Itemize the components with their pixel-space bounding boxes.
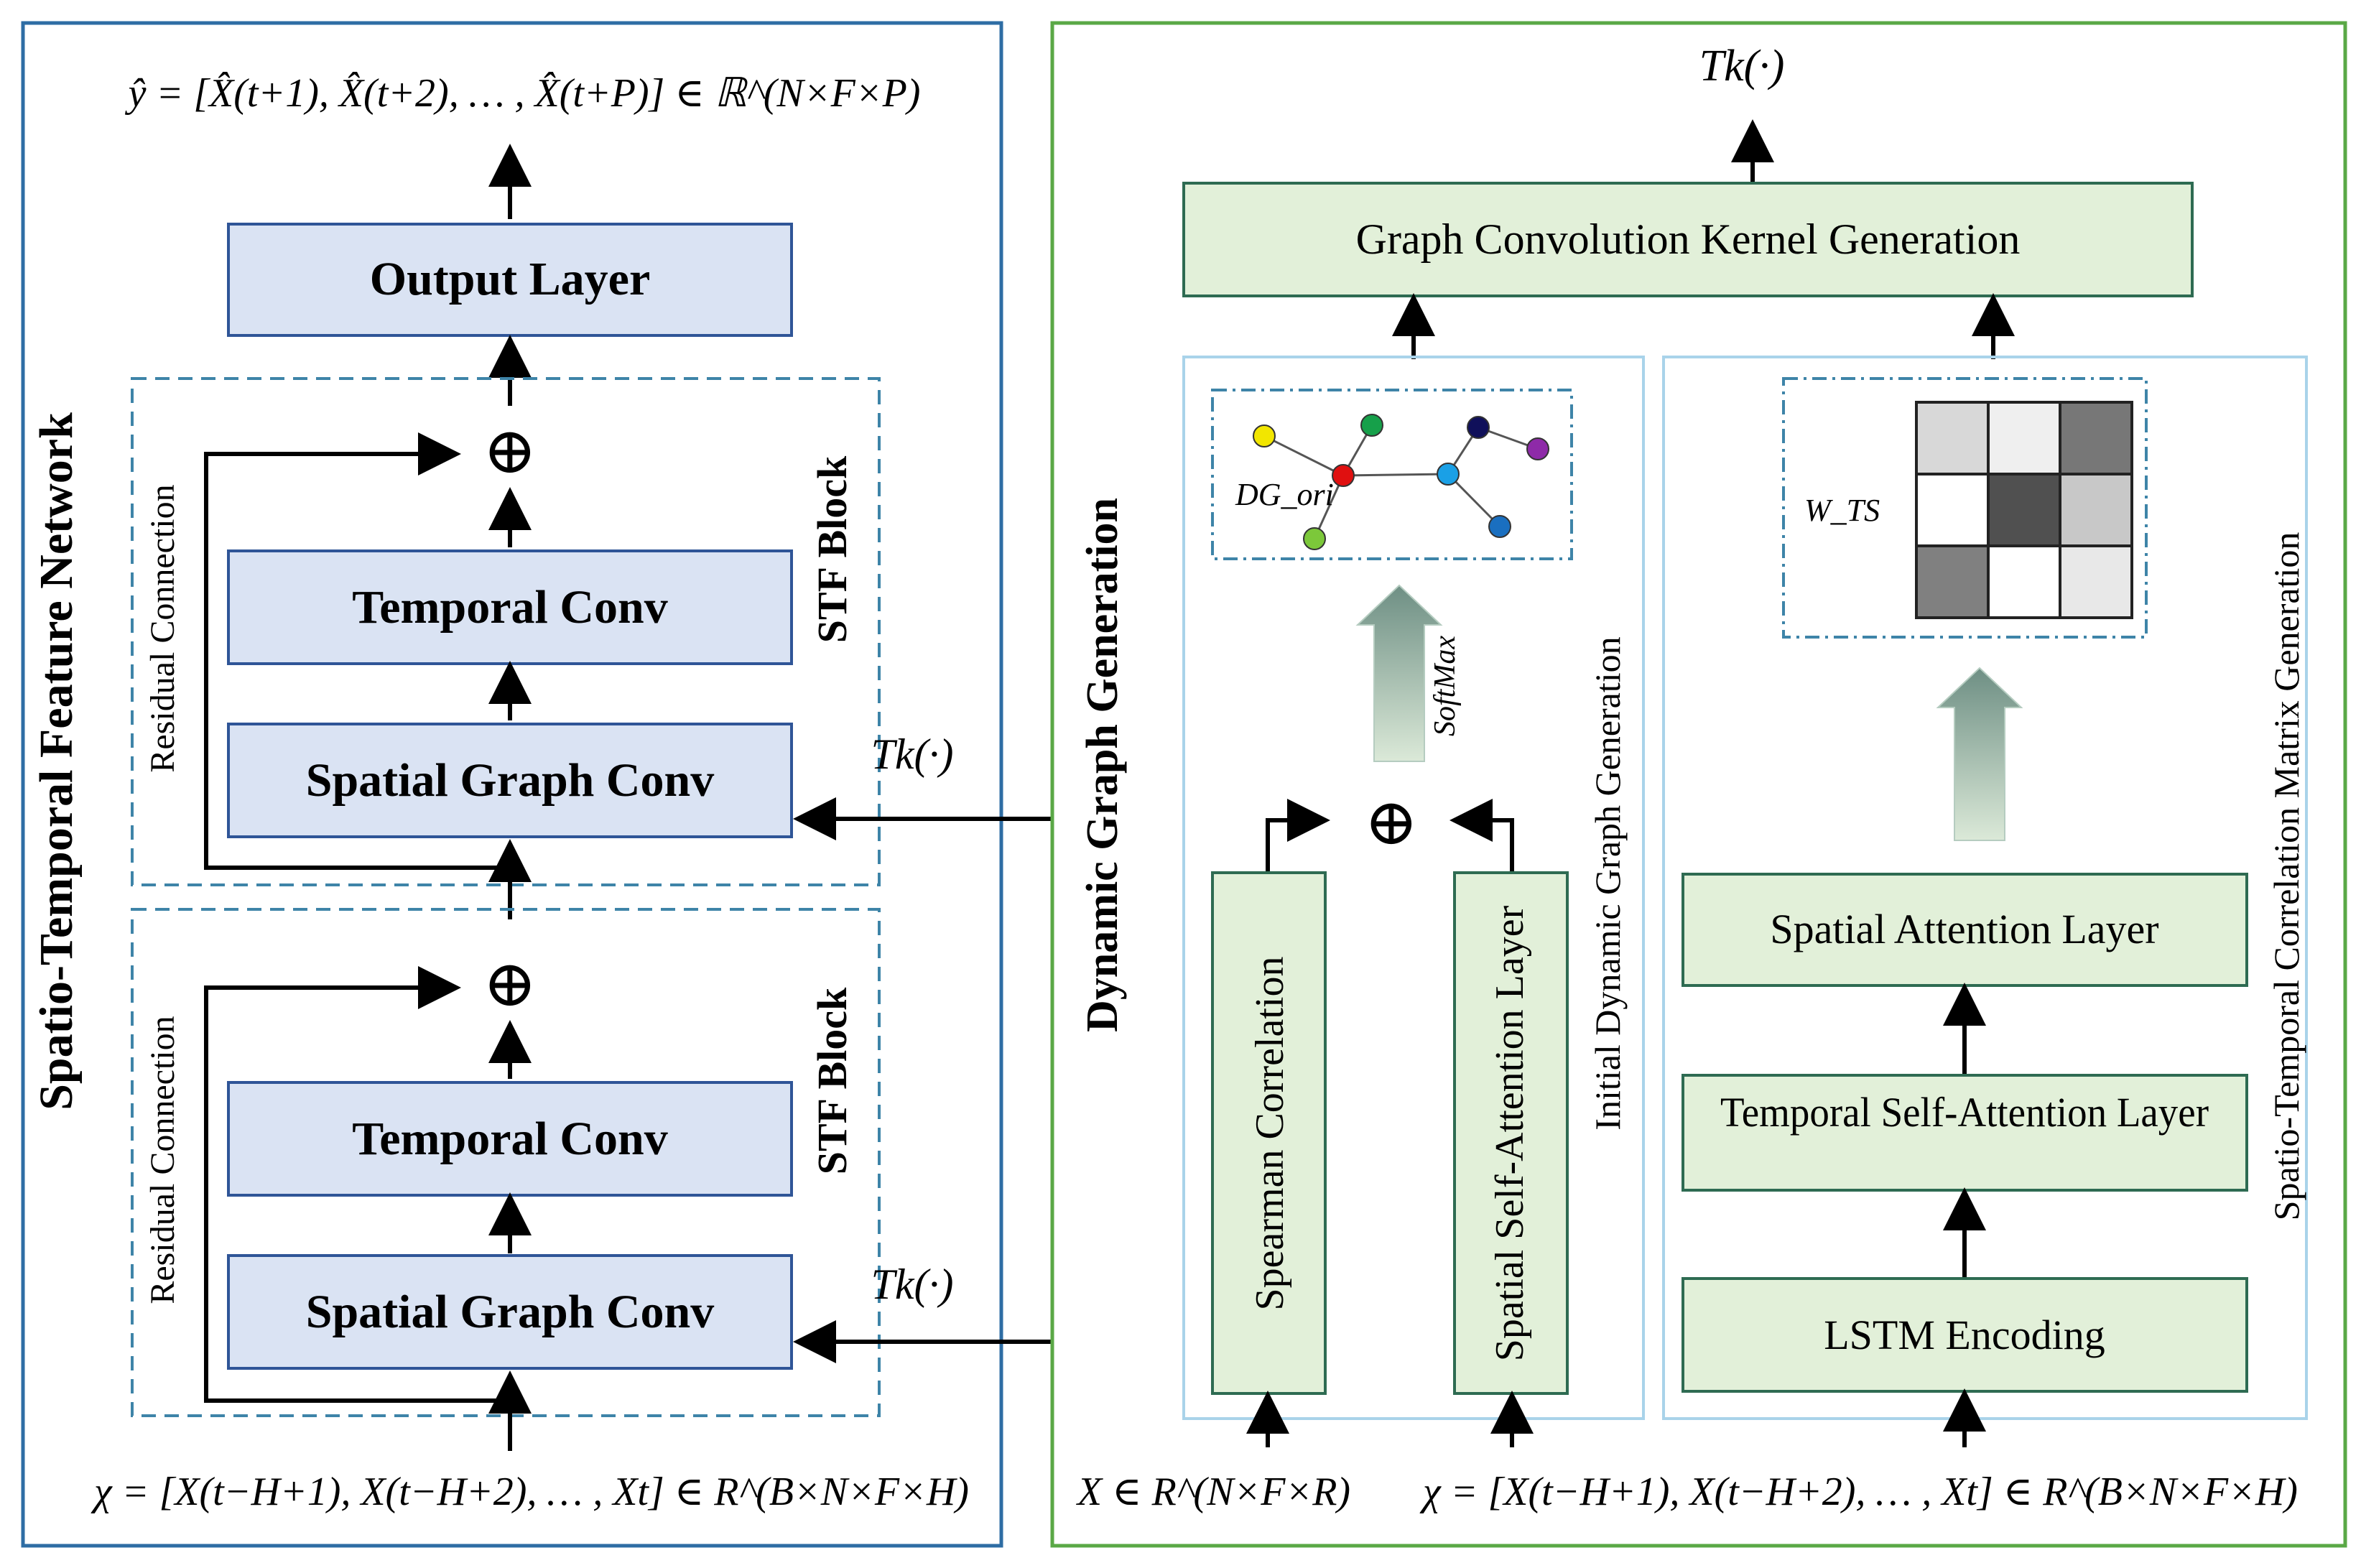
graph-node (1253, 425, 1276, 447)
spearman-label: Spearman Correlation (1248, 957, 1292, 1311)
lstm-box (1682, 1277, 2248, 1393)
right-tk-output: Tk(·) (1699, 42, 1785, 91)
softmax-fat-arrow (1355, 584, 1443, 762)
stf-block-2-label: STF Block (809, 987, 855, 1174)
residual-connection-2-label: Residual Connection (144, 1016, 182, 1304)
graph-label: DG_ori (1235, 477, 1334, 512)
temporal-self-attention-box (1682, 1074, 2248, 1192)
arrow-spearman-to-plus (1266, 799, 1330, 873)
left-panel-title: Spatio-Temporal Feature Network (30, 412, 83, 1110)
spatial-self-attention-label: Spatial Self-Attention Layer (1488, 905, 1532, 1361)
correlation-matrix-title: Spatio-Temporal Correlation Matrix Gener… (2266, 532, 2306, 1221)
correlation-matrix-grid (1915, 401, 2133, 619)
left-input-formula: χ = [X(t−H+1), X(t−H+2), … , Xt] ∈ R^(B×… (91, 1470, 969, 1514)
tk-label-2: Tk(·) (871, 1261, 954, 1308)
lstm-label: LSTM Encoding (1824, 1312, 2105, 1358)
tk-label-1: Tk(·) (871, 730, 954, 778)
right-input-formula: χ = [X(t−H+1), X(t−H+2), … , Xt] ∈ R^(B×… (1419, 1470, 2298, 1514)
temporal-conv-label-2: Temporal Conv (352, 1113, 667, 1165)
right-panel-frame (1050, 21, 2347, 1548)
plus-symbol-1: ⊕ (483, 416, 537, 487)
temporal-self-attention-label: Temporal Self-Attention Layer (1720, 1089, 2209, 1136)
temporal-conv-box-2 (227, 1081, 793, 1197)
spatial-self-attention-box (1453, 871, 1569, 1395)
kernel-generation-label: Graph Convolution Kernel Generation (1356, 215, 2021, 263)
residual-arrow-2 (204, 966, 510, 1403)
stf-block-1 (131, 377, 881, 886)
spatial-graph-conv-label-1: Spatial Graph Conv (306, 754, 714, 807)
residual-arrow-1 (204, 432, 510, 870)
stf-block-2 (131, 908, 881, 1417)
graph-node (1332, 464, 1355, 487)
kernel-generation-box (1182, 182, 2194, 297)
spatial-attention-label: Spatial Attention Layer (1770, 906, 2158, 952)
graph-node (1303, 527, 1326, 550)
spatial-graph-conv-label-2: Spatial Graph Conv (306, 1286, 714, 1338)
left-panel-frame (21, 21, 1003, 1548)
stf-block-1-label: STF Block (809, 455, 855, 643)
initial-graph-title: Initial Dynamic Graph Generation (1587, 636, 1628, 1130)
graph-frame (1211, 389, 1573, 560)
softmax-label: SoftMax (1429, 636, 1462, 736)
initial-plus-symbol: ⊕ (1364, 787, 1418, 858)
graph-node (1437, 463, 1460, 486)
spatial-graph-conv-box-2 (227, 1254, 793, 1370)
output-layer-label: Output Layer (370, 253, 651, 305)
graph-node (1467, 416, 1490, 439)
graph-node (1488, 515, 1511, 538)
plus-symbol-2: ⊕ (483, 949, 537, 1020)
matrix-frame (1782, 377, 2148, 639)
output-formula: ŷ = [X̂(t+1), X̂(t+2), … , X̂(t+P)] ∈ ℝ^… (125, 71, 921, 116)
spatial-graph-conv-box-1 (227, 723, 793, 838)
residual-connection-1-label: Residual Connection (144, 484, 182, 772)
spearman-box (1211, 871, 1327, 1395)
arrow-self-attention-to-plus (1449, 799, 1514, 873)
temporal-conv-label-1: Temporal Conv (352, 581, 667, 634)
graph-node (1526, 437, 1549, 460)
matrix-fat-arrow (1936, 667, 2023, 841)
graph-node (1360, 414, 1383, 437)
output-layer-box (227, 223, 793, 337)
right-input-x: X ∈ R^(N×F×R) (1076, 1470, 1350, 1514)
matrix-label: W_TS (1804, 493, 1880, 528)
right-panel-title: Dynamic Graph Generation (1078, 498, 1127, 1032)
initial-graph-panel (1182, 356, 1645, 1420)
